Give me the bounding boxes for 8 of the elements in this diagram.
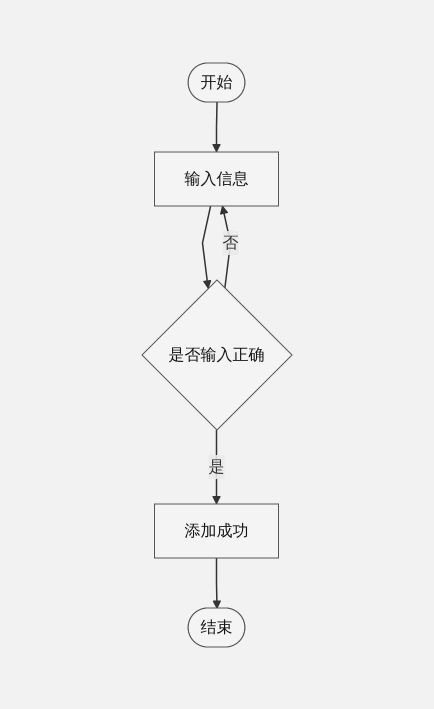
node-box: 添加成功 — [154, 503, 279, 558]
arrow — [202, 205, 212, 288]
arrow — [212, 102, 221, 152]
node-box: 输入信息 — [154, 151, 279, 206]
edge-label: 否 — [222, 232, 238, 252]
edge-label: 是 — [208, 456, 224, 476]
node-diamond: 是否输入正确 — [141, 278, 293, 430]
arrow — [212, 558, 222, 608]
